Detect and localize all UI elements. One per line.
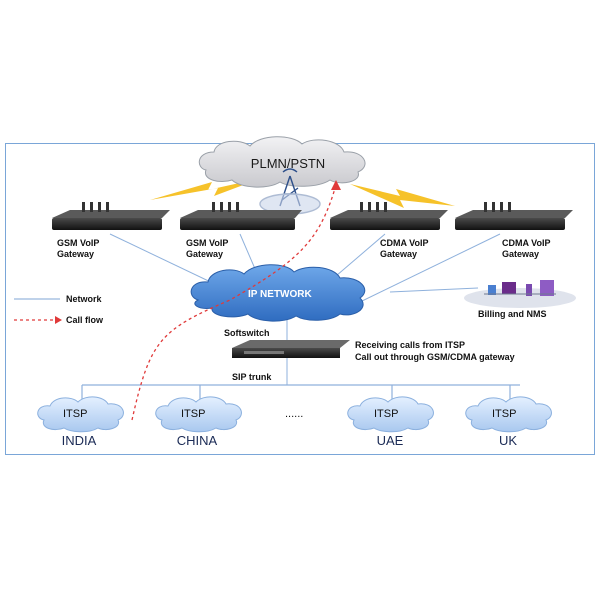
cell-tower-icon (259, 168, 321, 215)
billing-label: Billing and NMS (478, 309, 547, 319)
softswitch-desc-2: Call out through GSM/CDMA gateway (355, 352, 515, 362)
legend-callflow-arrow (55, 316, 62, 324)
billing-nms-icon (464, 280, 576, 308)
pstn-cloud (198, 136, 366, 188)
country-india: INDIA (61, 433, 97, 448)
gateway-1-line2: Gateway (57, 249, 95, 259)
itsp-cloud-india (37, 396, 124, 433)
gateway-3-line1: CDMA VoIP (380, 238, 429, 248)
itsp-label-uae: ITSP (374, 408, 399, 420)
itsp-label-china: ITSP (181, 408, 206, 420)
ellipsis: ...... (285, 408, 304, 420)
gateway-label-4: CDMA VoIP Gateway (502, 238, 551, 260)
gateway-device-3 (330, 202, 448, 230)
gateway-2-line1: GSM VoIP (186, 238, 229, 248)
country-china: CHINA (176, 433, 218, 448)
gateway-label-3: CDMA VoIP Gateway (380, 238, 429, 260)
gateway-1-line1: GSM VoIP (57, 238, 100, 248)
gateway-device-1 (52, 202, 170, 230)
wireless-bolt-right (350, 184, 455, 208)
gateway-label-2: GSM VoIP Gateway (186, 238, 228, 260)
link-gw4 (359, 233, 501, 303)
itsp-cloud-uae (347, 396, 434, 433)
gateway-3-line2: Gateway (380, 249, 418, 259)
gateway-label-1: GSM VoIP Gateway (57, 238, 99, 260)
softswitch-device (232, 340, 350, 358)
call-flow-arrowhead (331, 180, 341, 190)
ip-network-cloud (190, 264, 366, 322)
itsp-label-uk: ITSP (492, 408, 517, 420)
gateway-device-4 (455, 202, 573, 230)
sip-trunk-label: SIP trunk (232, 372, 272, 382)
softswitch-desc-1: Receiving calls from ITSP (355, 340, 466, 350)
pstn-label: PLMN/PSTN (250, 156, 326, 171)
itsp-label-india: ITSP (63, 408, 88, 420)
ip-network-label: IP NETWORK (248, 289, 312, 300)
legend-network-label: Network (66, 294, 102, 304)
itsp-cloud-uk (465, 396, 552, 433)
gateway-device-2 (180, 202, 302, 230)
itsp-cloud-china (155, 396, 242, 433)
legend-callflow-label: Call flow (66, 315, 104, 325)
softswitch-label: Softswitch (224, 328, 270, 338)
country-uae: UAE (376, 433, 404, 448)
gateway-4-line1: CDMA VoIP (502, 238, 551, 248)
country-uk: UK (498, 433, 518, 448)
link-billing (389, 287, 479, 293)
gateway-2-line2: Gateway (186, 249, 224, 259)
wireless-bolt-left (150, 178, 262, 200)
sip-trunk-bus (81, 384, 520, 403)
gateway-4-line2: Gateway (502, 249, 540, 259)
